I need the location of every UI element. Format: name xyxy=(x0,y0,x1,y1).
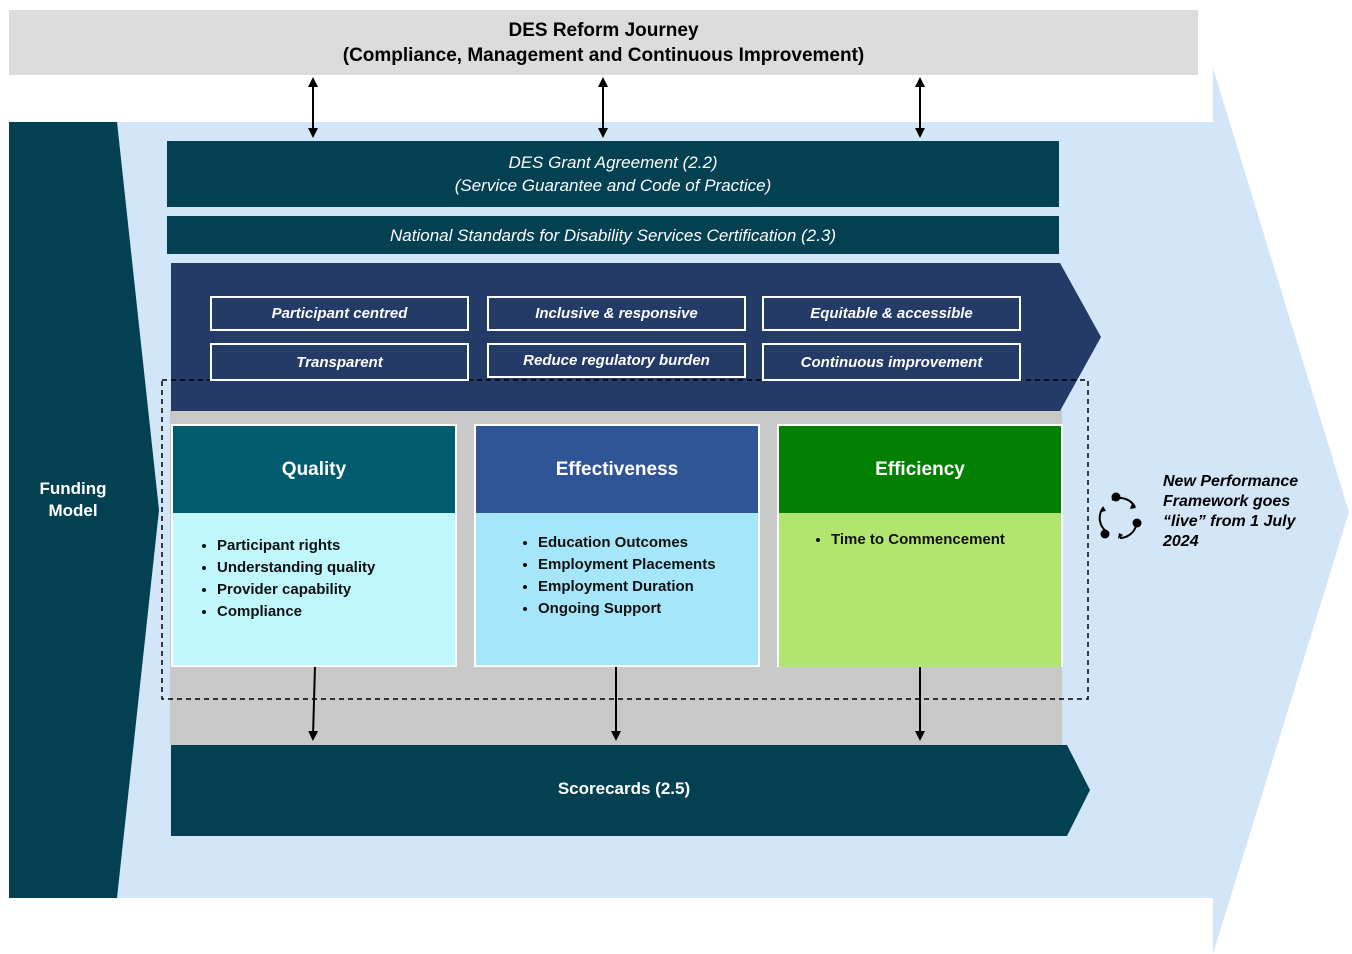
quality-column: Quality Participant rights Understanding… xyxy=(171,424,457,667)
note-line1: New Performance xyxy=(1163,473,1299,490)
funding-model-chevron xyxy=(9,122,159,898)
scorecards-label: Scorecards (2.5) xyxy=(557,779,691,798)
list-item: Compliance xyxy=(217,601,455,623)
funding-model-label: Funding Model xyxy=(14,478,132,522)
funding-model-line2: Model xyxy=(48,501,98,520)
list-item: Ongoing Support xyxy=(538,598,758,620)
efficiency-body: Time to Commencement xyxy=(779,513,1061,667)
funding-model-line1: Funding xyxy=(39,479,107,498)
quality-body: Participant rights Understanding quality… xyxy=(173,513,455,665)
note-line2: Framework goes xyxy=(1163,493,1291,510)
down-arrow-1 xyxy=(308,665,319,741)
effectiveness-body: Education Outcomes Employment Placements… xyxy=(476,513,758,665)
dashed-outline xyxy=(161,379,1089,700)
list-item: Provider capability xyxy=(217,579,455,601)
national-standards-band: National Standards for Disability Servic… xyxy=(167,216,1059,254)
effectiveness-header: Effectiveness xyxy=(476,426,758,513)
principles-chevron xyxy=(171,263,1101,411)
efficiency-header: Efficiency xyxy=(779,426,1061,513)
banner-subtitle: (Compliance, Management and Continuous I… xyxy=(342,44,865,66)
principle-equitable-accessible: Equitable & accessible xyxy=(762,296,1021,331)
performance-framework-note: New Performance Framework goes “live” fr… xyxy=(1163,472,1333,552)
list-item: Education Outcomes xyxy=(538,532,758,554)
scorecards-chevron xyxy=(171,745,1090,836)
effectiveness-column: Effectiveness Education Outcomes Employm… xyxy=(474,424,760,667)
list-item: Understanding quality xyxy=(217,557,455,579)
principle-transparent: Transparent xyxy=(210,343,469,381)
list-item: Employment Placements xyxy=(538,554,758,576)
principle-continuous-improvement: Continuous improvement xyxy=(762,343,1021,381)
note-line3: “live” from 1 July xyxy=(1163,513,1296,530)
principle-reduce-regulatory-burden: Reduce regulatory burden xyxy=(487,343,746,378)
banner-title: DES Reform Journey xyxy=(508,19,699,41)
list-item: Participant rights xyxy=(217,535,455,557)
grant-agreement-band: DES Grant Agreement (2.2) (Service Guara… xyxy=(167,141,1059,207)
cycle-icon xyxy=(1098,492,1142,539)
quality-header: Quality xyxy=(173,426,455,513)
efficiency-column: Efficiency Time to Commencement xyxy=(777,424,1063,667)
principle-participant-centred: Participant centred xyxy=(210,296,469,331)
list-item: Employment Duration xyxy=(538,576,758,598)
principle-inclusive-responsive: Inclusive & responsive xyxy=(487,296,746,331)
national-standards-label: National Standards for Disability Servic… xyxy=(390,225,836,245)
grant-agreement-line2: (Service Guarantee and Code of Practice) xyxy=(454,176,772,195)
note-line4: 2024 xyxy=(1163,533,1199,550)
grant-agreement-line1: DES Grant Agreement (2.2) xyxy=(508,153,718,172)
reform-journey-banner: DES Reform Journey (Compliance, Manageme… xyxy=(9,10,1198,75)
list-item: Time to Commencement xyxy=(831,529,1061,551)
